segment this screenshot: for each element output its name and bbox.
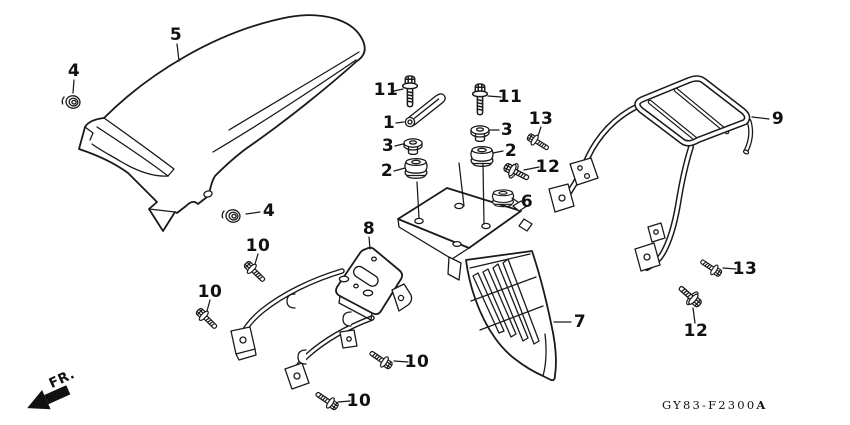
callout-part-9-carrier: 9 — [771, 109, 785, 129]
rubber-cushion-part-2-right — [470, 145, 494, 167]
callout-part-7-fender: 7 — [573, 312, 587, 332]
callout-part-5-seat: 5 — [169, 25, 183, 45]
callout-part-13-upper-bolt: 13 — [528, 109, 554, 129]
callout-part-11-left-bolt: 11 — [373, 80, 399, 100]
bolt-part-11-right — [471, 83, 489, 116]
grommet-part-4-front — [60, 93, 82, 111]
drawing-code: GY83-F2300A — [662, 398, 765, 412]
callout-part-10-bolt-c: 10 — [404, 352, 430, 372]
callout-part-11-right-bolt: 11 — [497, 87, 523, 107]
bolt-part-11-left — [401, 75, 419, 108]
grommet-part-4-rear — [220, 207, 242, 225]
callout-part-8-bracket: 8 — [362, 219, 376, 239]
fr-direction-arrow-icon — [27, 385, 71, 410]
callout-part-2-right-cushion: 2 — [504, 141, 518, 161]
callout-part-12-upper-bolt: 12 — [535, 157, 561, 177]
collar-part-3-left — [403, 138, 423, 156]
bolt-part-12-upper — [501, 159, 532, 185]
bolt-part-10-d — [312, 388, 342, 413]
callout-part-12-lower-bolt: 12 — [683, 321, 709, 341]
leader-lines — [72, 43, 770, 403]
callout-part-10-bolt-d: 10 — [346, 391, 372, 411]
seat-setting-band-part-1 — [404, 93, 446, 128]
callout-part-13-lower-bolt: 13 — [732, 259, 758, 279]
seat-part-5 — [78, 14, 366, 232]
callout-part-10-bolt-b: 10 — [197, 282, 223, 302]
bolt-part-13-lower — [697, 255, 725, 280]
callout-part-10-bolt-a: 10 — [245, 236, 271, 256]
drawing-code-suffix: A — [756, 398, 766, 412]
callout-part-6-grommet: 6 — [520, 192, 534, 212]
rubber-grommet-part-6 — [491, 189, 515, 208]
bolt-part-10-c — [366, 347, 396, 372]
callout-part-4-front-grommet: 4 — [67, 61, 81, 81]
callout-part-2-left-cushion: 2 — [380, 161, 394, 181]
drawing-code-main: GY83-F2300 — [662, 398, 757, 412]
bolt-part-12-lower — [675, 282, 705, 311]
callout-part-1-seat-band: 1 — [382, 113, 396, 133]
rear-carrier-part-9 — [548, 75, 754, 272]
callout-part-3-right-collar: 3 — [500, 120, 514, 140]
callout-part-4-rear-grommet: 4 — [262, 201, 276, 221]
callout-part-3-left-collar: 3 — [381, 136, 395, 156]
rear-fender-part-7 — [397, 187, 557, 382]
collar-part-3-right — [470, 125, 490, 143]
bracket-part-8 — [230, 246, 413, 390]
rubber-cushion-part-2-left — [404, 157, 428, 179]
